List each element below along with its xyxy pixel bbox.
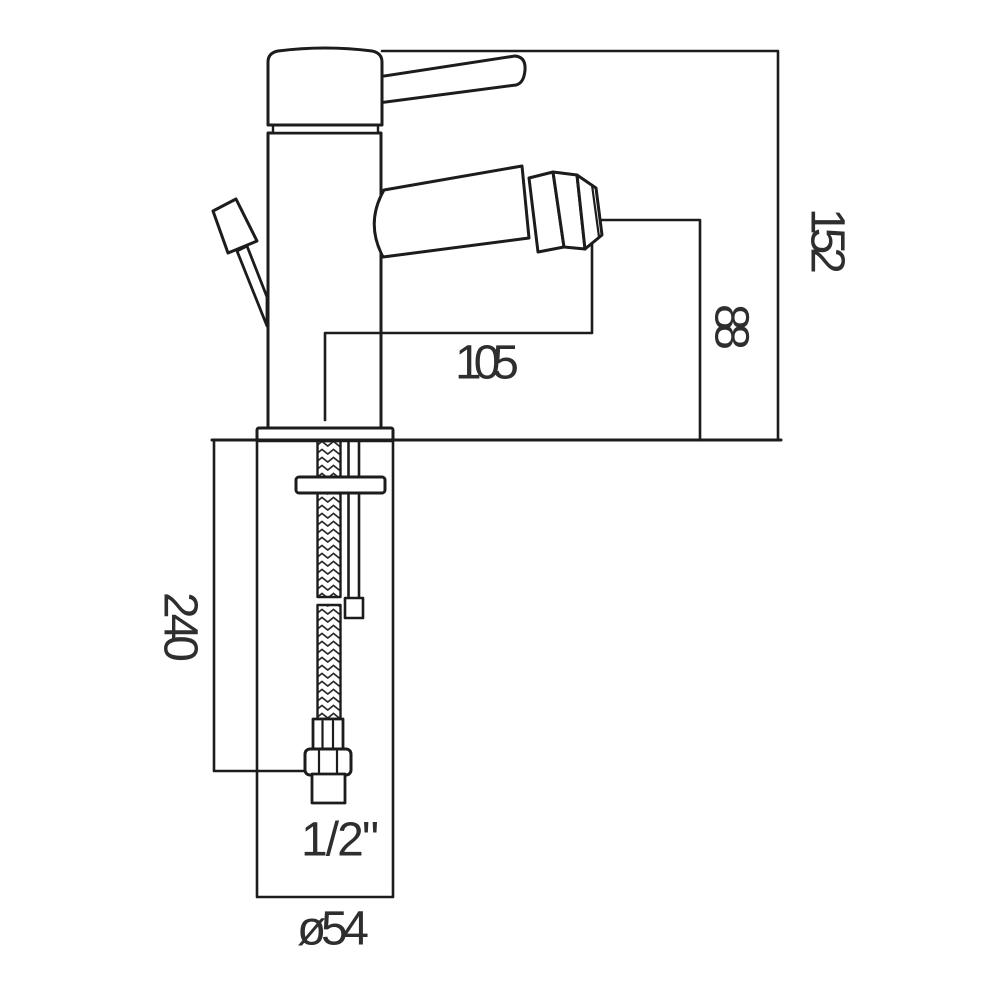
dimension-line-overall-height: [380, 49, 780, 442]
flexi-hose-upper: [316, 439, 342, 599]
hose-ferrule: [311, 717, 345, 752]
label-spout-height: 88: [705, 304, 758, 350]
flexi-hose-lower: [316, 603, 342, 721]
spout: [372, 164, 531, 259]
cartridge-cap: [266, 46, 384, 127]
lever-handle: [376, 54, 527, 105]
label-overall-height: 152: [801, 208, 854, 274]
fixing-stud-nut: [343, 596, 365, 620]
label-base-diameter: ø54: [297, 903, 369, 956]
label-spout-projection: 105: [455, 337, 519, 390]
deck-plate: [255, 426, 395, 442]
label-connection-size: 1/2": [301, 814, 379, 867]
aerator-end-face-line: [590, 184, 601, 238]
label-tail-length: 240: [154, 592, 207, 662]
mounting-washer: [294, 475, 387, 495]
pop-up-rod-knob: [211, 197, 259, 255]
dimension-line-spout-height: [595, 218, 702, 442]
hose-male-thread: [310, 772, 347, 805]
aerator-end-ring: [575, 173, 604, 251]
dimension-line-tail-length: [212, 438, 306, 773]
hose-hex-nut: [303, 747, 353, 777]
